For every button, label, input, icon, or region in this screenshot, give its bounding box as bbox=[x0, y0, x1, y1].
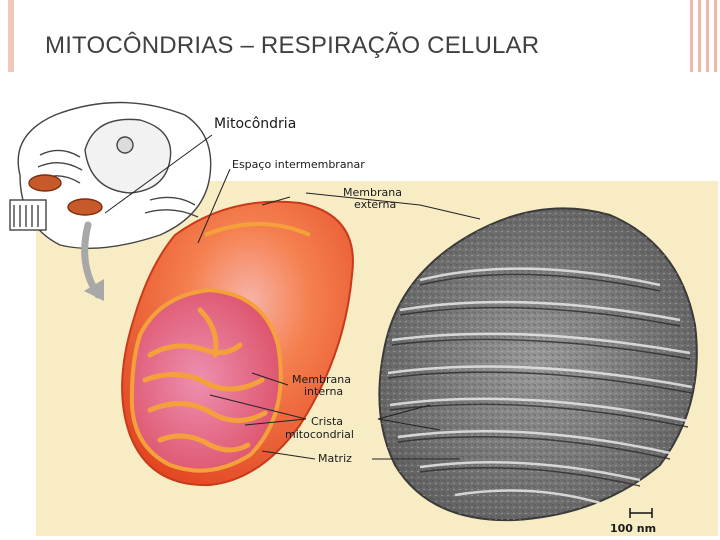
slide-corner-decoration bbox=[686, 0, 720, 72]
label-matrix: Matriz bbox=[318, 452, 352, 465]
label-crista-line1: Crista bbox=[311, 415, 343, 428]
label-crista-line2: mitocondrial bbox=[285, 428, 354, 441]
electron-micrograph bbox=[378, 207, 698, 522]
mitochondria-figure: Mitocôndria Espaço intermembranar Membra… bbox=[0, 95, 720, 540]
label-leader-lines bbox=[104, 134, 481, 460]
slide-left-accent-bar bbox=[8, 0, 14, 72]
scale-bar-label: 100 nm bbox=[610, 522, 656, 535]
label-inner-membrane-line1: Membrana bbox=[292, 373, 351, 386]
mitochondrion-cutaway bbox=[121, 200, 354, 487]
label-outer-membrane-line1: Membrana bbox=[343, 186, 402, 199]
label-mitochondria: Mitocôndria bbox=[214, 116, 296, 132]
label-intermembrane-space: Espaço intermembranar bbox=[232, 158, 365, 171]
label-inner-membrane-line2: interna bbox=[304, 385, 343, 398]
cell-sketch bbox=[9, 101, 212, 250]
zoom-arrow-head bbox=[84, 279, 104, 301]
slide-title: MITOCÔNDRIAS – RESPIRAÇÃO CELULAR bbox=[45, 32, 540, 59]
scale-bar bbox=[629, 508, 653, 518]
label-outer-membrane-line2: externa bbox=[354, 198, 396, 211]
